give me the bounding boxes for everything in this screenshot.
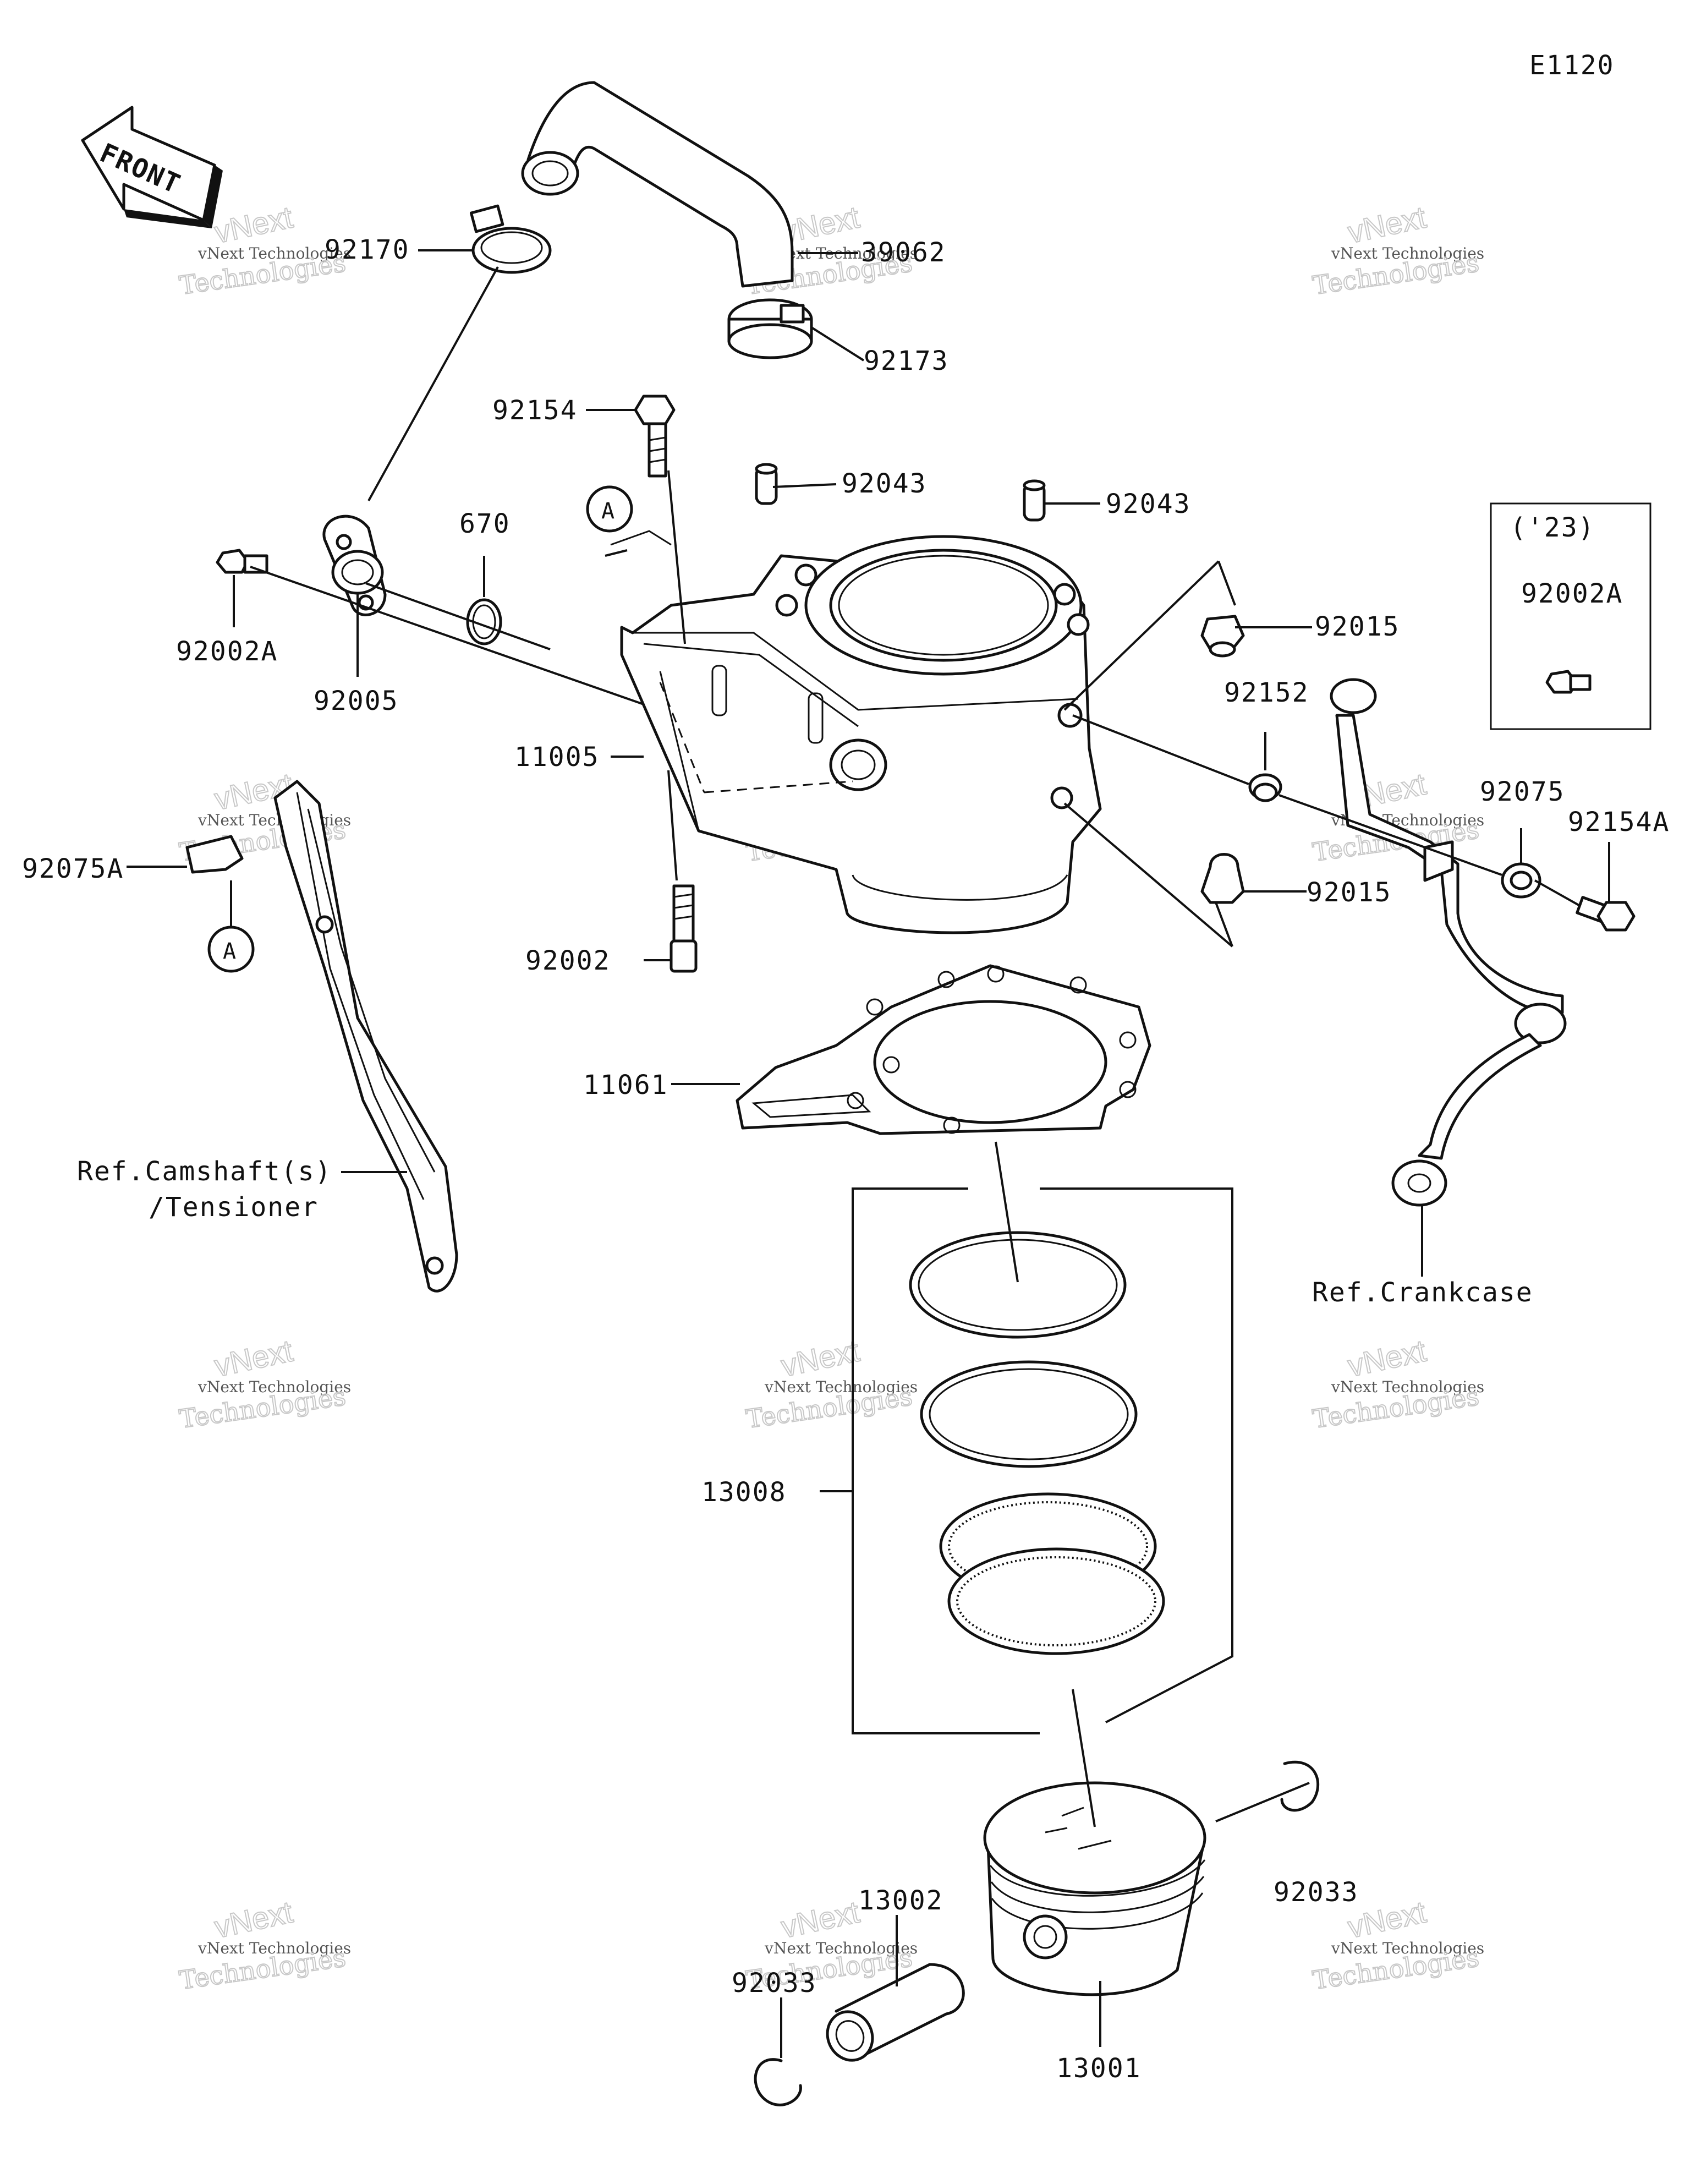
svg-text:vNext: vNext [211,1333,296,1383]
callout-A-top: A [586,485,633,533]
model-year-label: ('23) [1510,512,1595,543]
svg-text:A: A [223,939,237,964]
label-13002: 13002 [858,1885,943,1916]
label-92154: 92154 [492,395,578,426]
svg-text:vNext Technologies: vNext Technologies [1331,244,1484,262]
o-ring-670 [466,598,502,645]
part-labels: 92170 39062 92173 92154 92043 92043 670 … [22,234,1670,2084]
model-year-box: ('23) 92002A [1490,502,1651,730]
breather-hose [521,81,794,288]
label-92033-right: 92033 [1274,1877,1359,1908]
dowel-pin-92043-left [755,463,778,505]
hose-fitting-92005 [322,514,387,616]
diagram-code: E1120 [1529,50,1615,81]
svg-text:vNext Technologies: vNext Technologies [197,1939,351,1957]
washer-92152 [1248,773,1282,802]
label-92075A: 92075A [22,853,124,884]
piston-ring-top [909,1231,1127,1339]
svg-text:vNext: vNext [778,1333,863,1383]
label-39062: 39062 [861,237,946,268]
label-92170: 92170 [325,234,410,265]
piston-13001 [983,1781,1206,1996]
svg-text:vNext Technologies: vNext Technologies [197,811,351,829]
label-13001: 13001 [1056,2053,1142,2084]
oil-pipe [1330,678,1567,1207]
leader-lines [127,249,1610,2058]
label-92015-bottom: 92015 [1307,877,1392,908]
piston-ring-second [920,1360,1138,1468]
label-92075: 92075 [1480,776,1565,807]
watermark: vNext vNext Technologies Technologies [1310,1893,1484,1995]
hose-clamp-92173 [727,298,813,359]
bolt-92154 [634,395,676,478]
front-arrow-icon: FRONT [81,106,223,228]
ref-camshaft-label-line2: /Tensioner [149,1192,319,1223]
callout-A-left: A [207,926,255,973]
piston-oil-ring [939,1492,1165,1655]
label-92033-left: 92033 [732,1968,817,1999]
svg-text:vNext Technologies: vNext Technologies [764,1939,918,1957]
svg-text:vNext Technologies: vNext Technologies [197,244,351,262]
chain-guide [273,780,458,1293]
label-11061: 11061 [583,1070,668,1101]
svg-text:vNext Technologies: vNext Technologies [197,1378,351,1396]
label-92043-left: 92043 [842,468,927,499]
svg-text:vNext: vNext [211,199,296,249]
label-92002A: 92002A [176,636,278,667]
svg-text:vNext: vNext [778,1894,863,1944]
svg-text:vNext Technologies: vNext Technologies [1331,1939,1484,1957]
piston-ring-set-bracket [852,1187,1233,1734]
label-92173: 92173 [864,346,949,376]
svg-text:A: A [601,499,616,524]
watermark: vNext vNext Technologies Technologies [1310,1332,1484,1434]
label-92015-top: 92015 [1315,611,1400,642]
label-670: 670 [459,508,511,539]
label-92154A: 92154A [1568,807,1670,838]
watermark: vNext vNext Technologies Technologies [177,1332,351,1434]
watermark: vNext vNext Technologies Technologies [744,1332,918,1434]
model-year-part-label: 92002A [1521,578,1623,609]
circlip-92033-left [754,2058,802,2106]
bolt-92154A [1576,896,1636,932]
watermark: vNext vNext Technologies Technologies [1310,199,1484,300]
cap-nut-92015-top [1200,615,1245,658]
svg-text:vNext: vNext [211,1894,296,1944]
label-92002: 92002 [525,945,611,976]
label-92005: 92005 [314,686,399,716]
watermark: vNext vNext Technologies Technologies [177,1893,351,1995]
label-13008: 13008 [701,1477,787,1508]
svg-text:vNext Technologies: vNext Technologies [764,1378,918,1396]
bolt-92002 [670,884,698,973]
ref-crankcase-label: Ref.Crankcase [1312,1277,1533,1308]
svg-text:vNext Technologies: vNext Technologies [1331,1378,1484,1396]
piston-pin-13002 [826,1963,965,2062]
dowel-pin-92043-right [1023,479,1046,522]
label-92152: 92152 [1224,677,1309,708]
cylinder-block-11005 [620,535,1102,934]
hose-clamp-92170 [469,204,552,274]
svg-text:vNext: vNext [1345,199,1429,249]
label-92043-right: 92043 [1106,489,1191,519]
cylinder-base-gasket-11061 [736,964,1151,1135]
cap-nut-92015-bottom [1200,853,1245,904]
ref-camshaft-label-line1: Ref.Camshaft(s) [77,1156,332,1187]
washer-92075 [1501,862,1541,899]
label-11005: 11005 [514,742,600,773]
svg-text:vNext: vNext [1345,1333,1429,1383]
stopper-92075A [185,835,244,874]
